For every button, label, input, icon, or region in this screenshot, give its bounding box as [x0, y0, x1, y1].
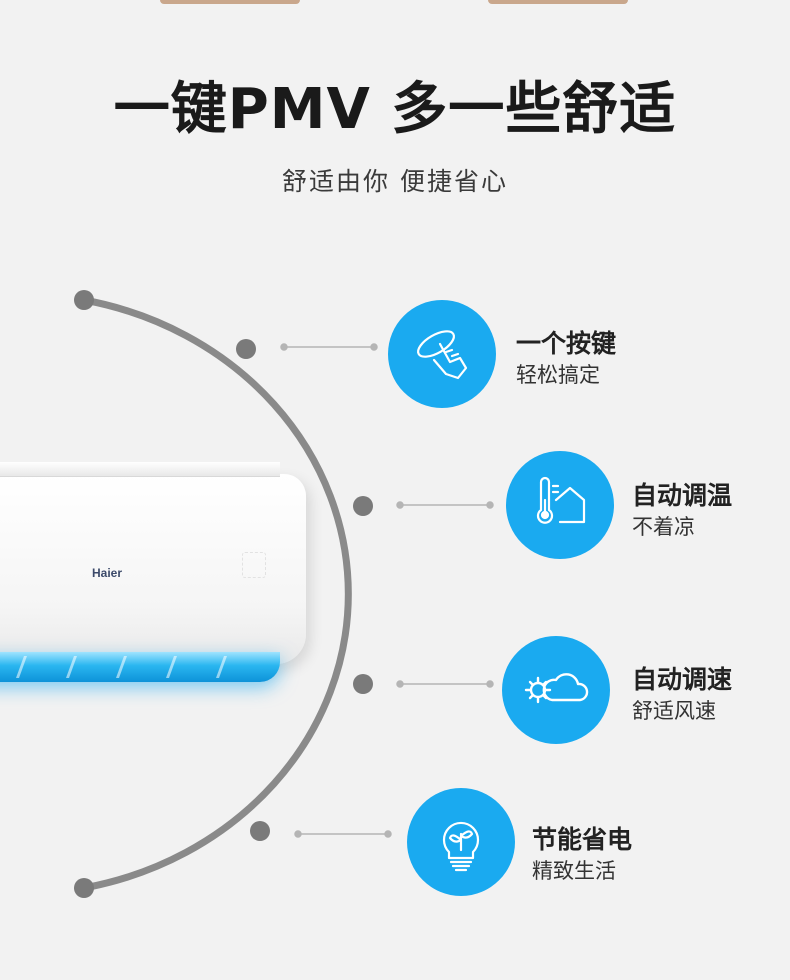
gear-cloud-icon	[524, 673, 589, 704]
feature-1-text: 一个按键 轻松搞定	[516, 328, 616, 390]
page-subtitle: 舒适由你 便捷省心	[282, 167, 508, 196]
feature-1-title: 一个按键	[516, 329, 617, 358]
top-decor-left	[160, 0, 300, 4]
feature-2-text: 自动调温 不着凉	[632, 480, 732, 542]
ac-display	[242, 552, 266, 578]
arc-node-end	[74, 878, 94, 898]
arc-node-1	[236, 339, 256, 359]
top-decor-right	[488, 0, 628, 4]
feature-1-desc: 轻松搞定	[516, 363, 600, 387]
leaf-bulb-icon	[442, 821, 480, 872]
thermometer-house-icon	[536, 476, 586, 524]
arc-node-2	[353, 496, 373, 516]
feature-4-text: 节能省电 精致生活	[532, 824, 632, 886]
feature-3-desc: 舒适风速	[632, 699, 716, 723]
feature-4-title: 节能省电	[532, 825, 633, 854]
connector-line-2	[396, 501, 494, 509]
ac-top-grille	[0, 462, 280, 477]
feature-2-title: 自动调温	[632, 481, 733, 510]
connector-line-1	[280, 343, 378, 351]
connector-line-3	[396, 680, 494, 688]
brand-logo: Haier	[92, 566, 123, 580]
arc-node-4	[250, 821, 270, 841]
feature-4-desc: 精致生活	[532, 859, 616, 883]
air-conditioner-image: Haier	[0, 462, 310, 682]
ac-blue-air-vent	[0, 652, 280, 682]
page-title: 一键PMV 多一些舒适	[113, 77, 677, 142]
feature-badge-4	[407, 788, 515, 896]
feature-badge-2	[506, 451, 614, 559]
feature-badge-3	[502, 636, 610, 744]
hand-tap-icon	[417, 330, 468, 380]
feature-3-text: 自动调速 舒适风速	[632, 664, 732, 726]
arc-node-start	[74, 290, 94, 310]
arc-node-3	[353, 674, 373, 694]
feature-2-desc: 不着凉	[632, 515, 695, 539]
ac-front-panel	[0, 474, 306, 664]
feature-badge-1	[388, 300, 496, 408]
feature-3-title: 自动调速	[632, 665, 733, 694]
connector-line-4	[294, 830, 392, 838]
connector-arc	[80, 296, 352, 892]
